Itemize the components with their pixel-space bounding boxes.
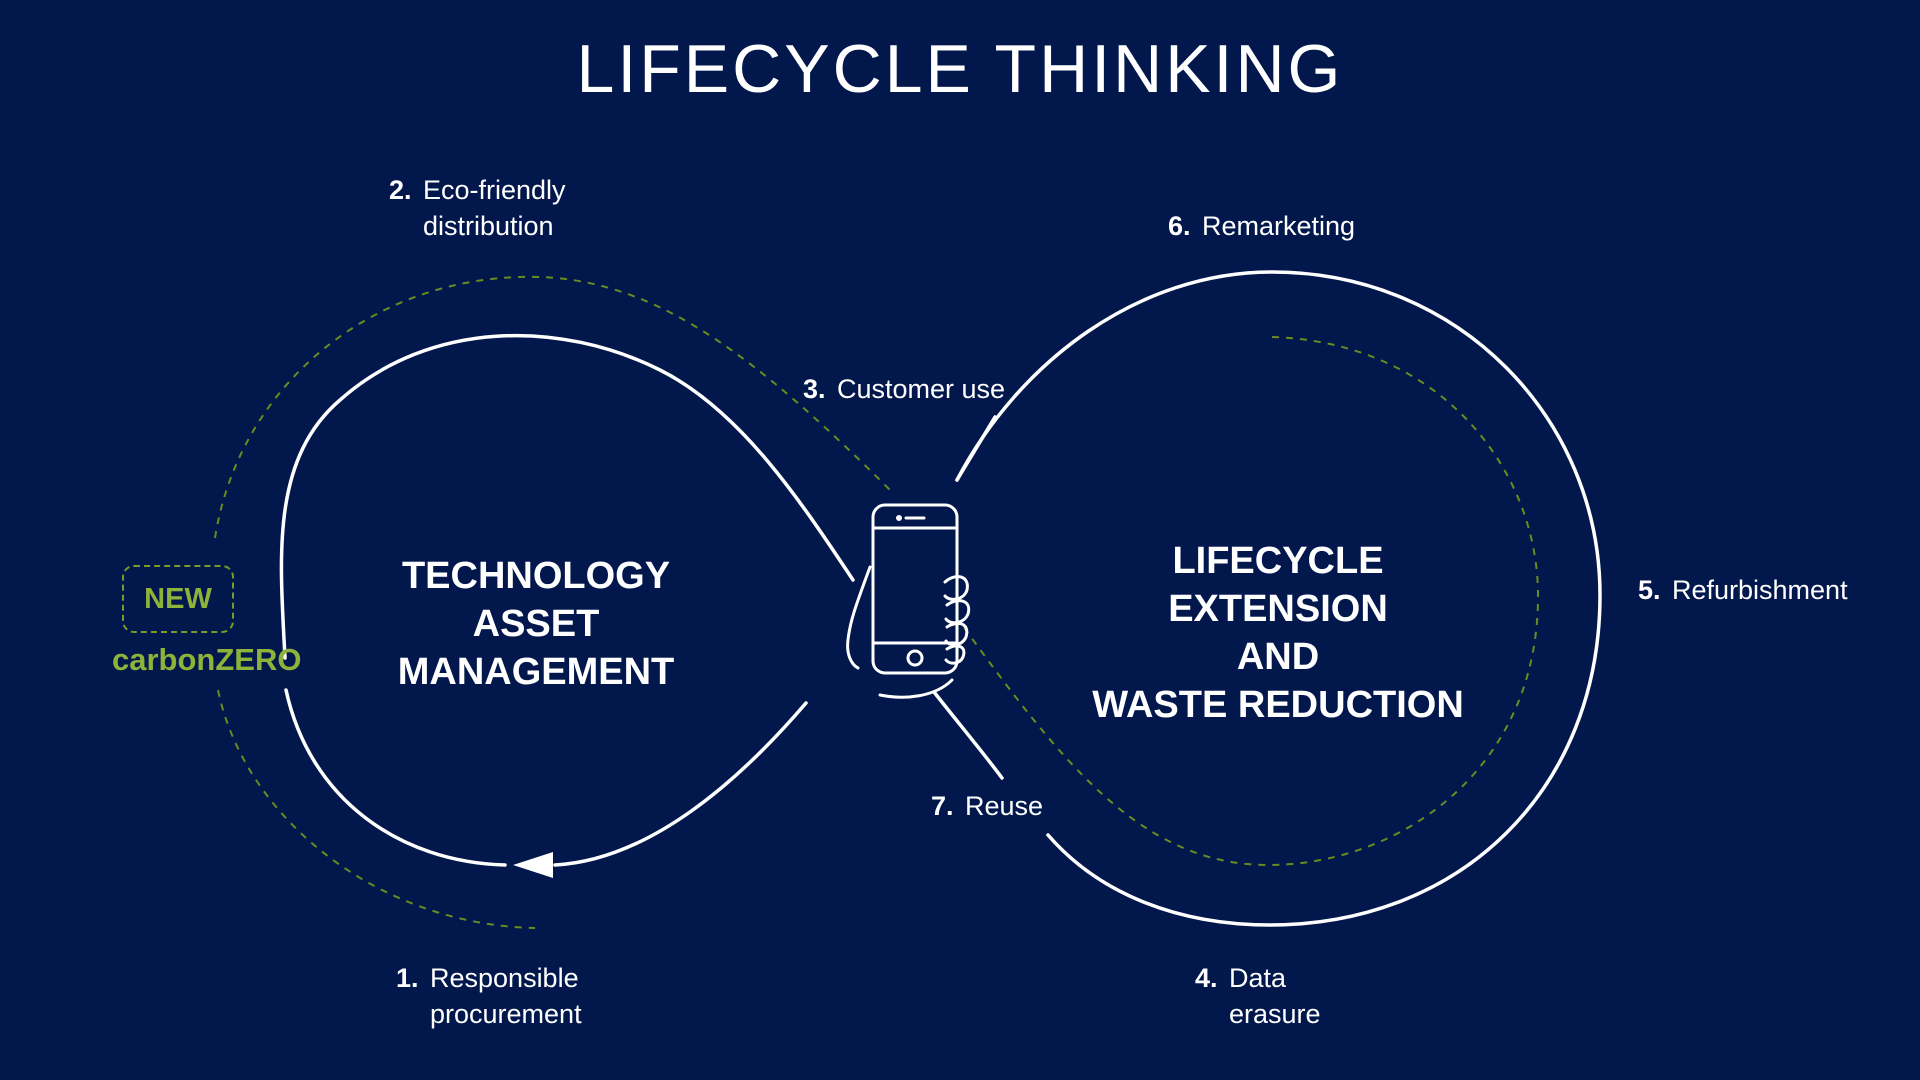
right-loop-label-line2: AND — [1236, 636, 1320, 678]
left-loop-label: TECHNOLOGY ASSET MANAGEMENT — [336, 552, 736, 696]
step-number: 1. — [396, 963, 419, 993]
step-label: Refurbishment — [1672, 575, 1848, 605]
step-label: Remarketing — [1202, 211, 1356, 241]
step-label: Reuse — [965, 791, 1044, 821]
left-loop-label-line1: TECHNOLOGY ASSET — [401, 555, 671, 645]
step-number: 3. — [803, 374, 826, 404]
step-6-remarketing: 6. Remarketing — [1168, 208, 1355, 244]
step-5-refurbishment: 5. Refurbishment — [1638, 572, 1848, 608]
left-dashed-guide-lower — [217, 689, 536, 929]
step-1-responsible-procurement: 1. Responsible procurement — [396, 960, 582, 1032]
step-4-data-erasure: 4. Data erasure — [1195, 960, 1321, 1032]
left-loop-label-line2: MANAGEMENT — [397, 651, 675, 693]
step-3-customer-use: 3. Customer use — [803, 371, 1005, 407]
step-label: Responsible — [430, 963, 579, 993]
left-loop-line-lower — [284, 688, 507, 867]
smartphone-in-hand-icon — [846, 503, 971, 699]
step-2-eco-friendly-distribution: 2. Eco-friendly distribution — [389, 172, 566, 244]
step-label-line2: procurement — [430, 999, 582, 1029]
step-number: 6. — [1168, 211, 1191, 241]
right-dashed-guide — [959, 336, 1540, 867]
right-loop-label-line1: LIFECYCLE EXTENSION — [1168, 540, 1388, 630]
step-number: 5. — [1638, 575, 1661, 605]
step-7-reuse: 7. Reuse — [931, 788, 1043, 824]
step-label-line2: erasure — [1229, 999, 1321, 1029]
step-number: 4. — [1195, 963, 1218, 993]
step-label-line2: distribution — [423, 211, 554, 241]
new-badge: NEW — [122, 565, 234, 633]
left-dashed-guide — [214, 275, 894, 539]
right-loop-label-line3: WASTE REDUCTION — [1092, 684, 1464, 726]
step-label: Eco-friendly — [423, 175, 566, 205]
step-number: 7. — [931, 791, 954, 821]
right-loop-connector-bottom — [932, 690, 1004, 780]
right-loop-label: LIFECYCLE EXTENSION AND WASTE REDUCTION — [1062, 537, 1494, 729]
right-loop-line — [955, 270, 1602, 927]
left-loop-line-return — [553, 701, 808, 867]
step-number: 2. — [389, 175, 412, 205]
step-label: Customer use — [837, 374, 1006, 404]
carbonzero-brand-label: carbonZERO — [112, 642, 302, 677]
right-loop-connector-top — [955, 415, 997, 482]
left-loop-line — [279, 333, 855, 660]
arrowhead-left-icon — [513, 852, 553, 878]
step-label: Data — [1229, 963, 1287, 993]
page-title: LIFECYCLE THINKING — [576, 31, 1344, 107]
